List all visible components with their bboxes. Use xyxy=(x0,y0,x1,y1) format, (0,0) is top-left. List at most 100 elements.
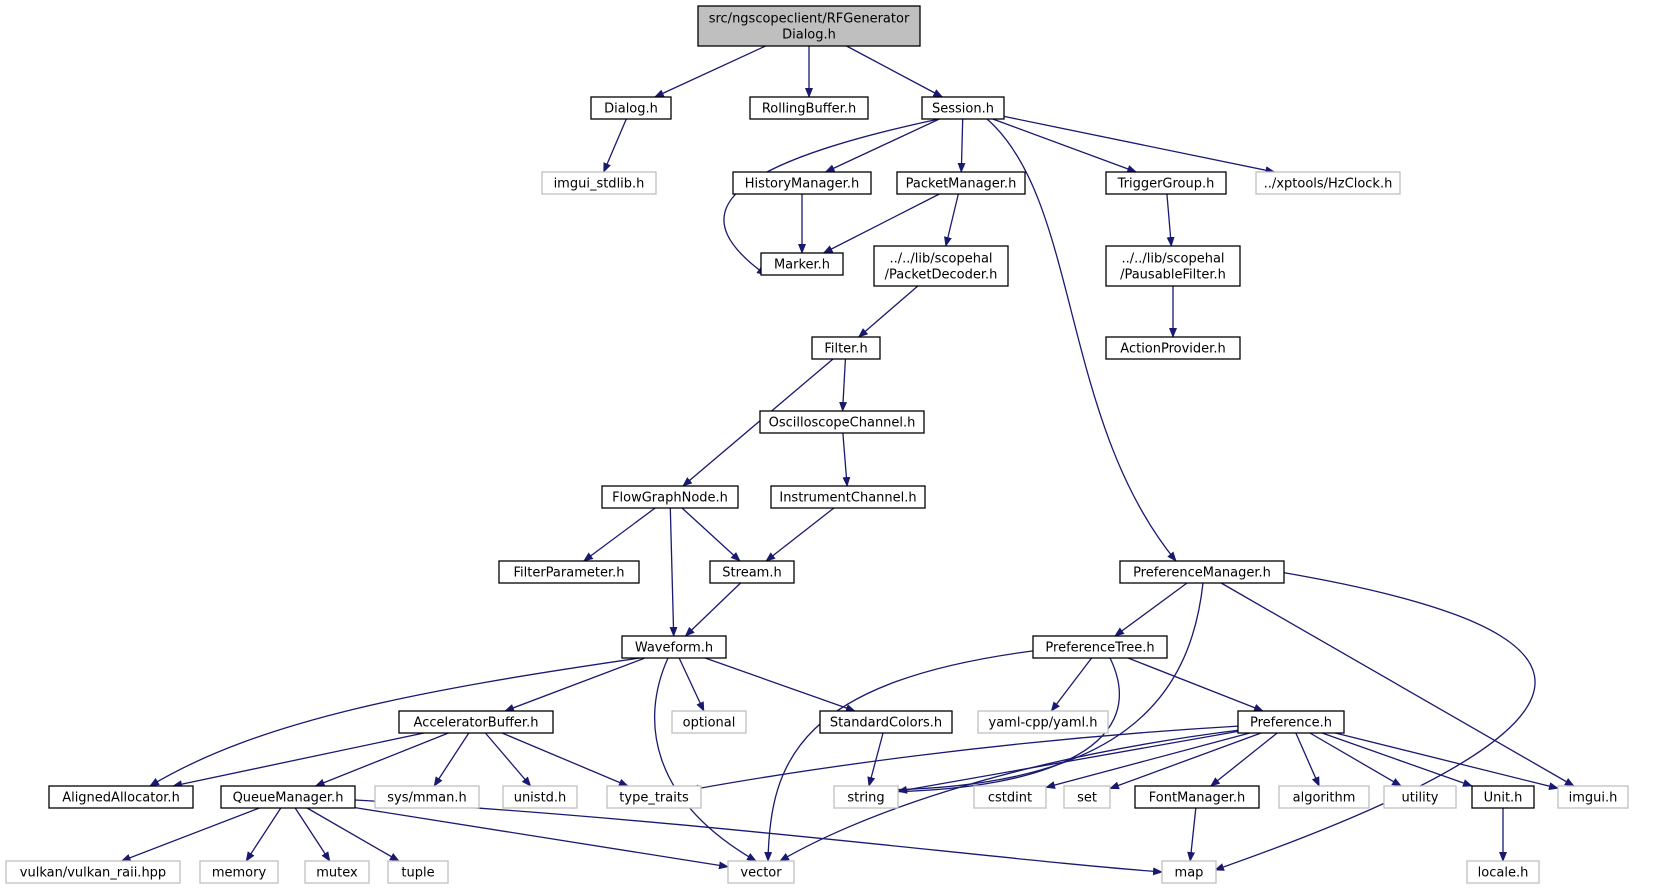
edge-filter-to-oscilloscopechannel xyxy=(839,358,848,412)
node-locale: locale.h xyxy=(1466,860,1540,884)
node-imgui_stdlib: imgui_stdlib.h xyxy=(541,171,657,195)
node-tuple: tuple xyxy=(387,860,449,884)
node-dialog[interactable]: Dialog.h xyxy=(590,96,672,120)
edge-session-to-hzclock xyxy=(1003,115,1276,175)
node-preferencemanager[interactable]: PreferenceManager.h xyxy=(1119,560,1285,584)
node-label-standardcolors: StandardColors.h xyxy=(830,716,942,731)
node-box-rollingbuffer xyxy=(749,96,869,120)
node-box-packetmanager xyxy=(896,171,1026,195)
node-alignedallocator[interactable]: AlignedAllocator.h xyxy=(48,785,194,809)
edge-stream-to-waveform xyxy=(684,582,742,637)
node-box-sysmman xyxy=(374,785,480,809)
node-label-root: src/ngscopeclient/RFGenerator xyxy=(709,12,910,27)
node-packetmanager[interactable]: PacketManager.h xyxy=(896,171,1026,195)
node-actionprovider[interactable]: ActionProvider.h xyxy=(1105,336,1241,360)
node-box-utility xyxy=(1383,785,1457,809)
edge-instrumentchannel-to-stream xyxy=(765,507,835,562)
node-waveform[interactable]: Waveform.h xyxy=(621,635,727,659)
node-box-filter xyxy=(811,336,881,360)
edge-session-to-historymanager xyxy=(824,118,940,173)
node-pausablefilter[interactable]: ../../lib/scopehal/PausableFilter.h xyxy=(1105,245,1241,287)
node-preference[interactable]: Preference.h xyxy=(1237,710,1345,734)
node-session[interactable]: Session.h xyxy=(921,96,1005,120)
node-label-tuple: tuple xyxy=(401,866,434,881)
edge-preference-to-type_traits xyxy=(689,725,1241,793)
node-label-root: Dialog.h xyxy=(782,28,836,43)
node-marker[interactable]: Marker.h xyxy=(760,252,844,276)
node-filterparameter[interactable]: FilterParameter.h xyxy=(498,560,640,584)
node-type_traits: type_traits xyxy=(606,785,702,809)
node-imgui: imgui.h xyxy=(1557,785,1629,809)
edge-acceleratorbuffer-to-unistd xyxy=(484,732,532,787)
edge-waveform-to-standardcolors xyxy=(704,657,856,712)
node-stream[interactable]: Stream.h xyxy=(709,560,795,584)
node-box-imgui xyxy=(1557,785,1629,809)
node-label-algorithm: algorithm xyxy=(1293,791,1356,806)
node-label-locale: locale.h xyxy=(1478,866,1529,881)
edge-packetdecoder-to-filter xyxy=(857,285,919,338)
node-label-packetdecoder: /PacketDecoder.h xyxy=(885,268,998,283)
node-label-stream: Stream.h xyxy=(722,566,781,581)
node-label-unistd: unistd.h xyxy=(514,791,567,806)
node-label-instrumentchannel: InstrumentChannel.h xyxy=(779,491,916,506)
node-label-preferencemanager: PreferenceManager.h xyxy=(1133,566,1271,581)
node-mutex: mutex xyxy=(304,860,370,884)
node-flowgraphnode[interactable]: FlowGraphNode.h xyxy=(601,485,739,509)
node-box-session xyxy=(921,96,1005,120)
node-label-triggergroup: TriggerGroup.h xyxy=(1117,177,1215,192)
node-label-unit: Unit.h xyxy=(1484,791,1523,806)
edge-fontmanager-to-map xyxy=(1187,807,1197,862)
node-vulkan: vulkan/vulkan_raii.hpp xyxy=(5,860,181,884)
edge-acceleratorbuffer-to-alignedallocator xyxy=(172,732,425,789)
node-unit[interactable]: Unit.h xyxy=(1471,785,1535,809)
edge-queuemanager-to-vector xyxy=(354,806,729,870)
node-box-triggergroup xyxy=(1105,171,1227,195)
edge-preferencetree-to-preference xyxy=(1127,657,1264,712)
node-label-memory: memory xyxy=(212,866,267,881)
node-oscilloscopechannel[interactable]: OscilloscopeChannel.h xyxy=(759,410,925,434)
node-box-unistd xyxy=(502,785,578,809)
node-fontmanager[interactable]: FontManager.h xyxy=(1134,785,1260,809)
node-box-memory xyxy=(199,860,279,884)
node-string: string xyxy=(833,785,899,809)
node-acceleratorbuffer[interactable]: AcceleratorBuffer.h xyxy=(398,710,554,734)
node-queuemanager[interactable]: QueueManager.h xyxy=(220,785,356,809)
edge-oscilloscopechannel-to-instrumentchannel xyxy=(842,432,851,487)
edge-preference-to-string xyxy=(897,730,1239,794)
node-historymanager[interactable]: HistoryManager.h xyxy=(732,171,872,195)
node-label-hzclock: ../xptools/HzClock.h xyxy=(1264,177,1393,192)
node-packetdecoder[interactable]: ../../lib/scopehal/PacketDecoder.h xyxy=(873,245,1009,287)
node-label-session: Session.h xyxy=(932,102,994,117)
node-box-acceleratorbuffer xyxy=(398,710,554,734)
node-vector: vector xyxy=(727,860,795,884)
node-label-string: string xyxy=(847,791,884,806)
edge-preference-to-imgui xyxy=(1335,732,1559,791)
node-filter[interactable]: Filter.h xyxy=(811,336,881,360)
node-box-pausablefilter xyxy=(1105,245,1241,287)
edge-triggergroup-to-pausablefilter xyxy=(1166,193,1175,247)
node-box-mutex xyxy=(304,860,370,884)
node-label-optional: optional xyxy=(683,716,736,731)
edge-waveform-to-alignedallocator xyxy=(149,657,641,787)
node-memory: memory xyxy=(199,860,279,884)
node-preferencetree[interactable]: PreferenceTree.h xyxy=(1032,635,1168,659)
node-triggergroup[interactable]: TriggerGroup.h xyxy=(1105,171,1227,195)
node-label-pausablefilter: /PausableFilter.h xyxy=(1120,268,1226,283)
node-instrumentchannel[interactable]: InstrumentChannel.h xyxy=(770,485,926,509)
node-set: set xyxy=(1063,785,1111,809)
node-rollingbuffer[interactable]: RollingBuffer.h xyxy=(749,96,869,120)
nodes-layer: src/ngscopeclient/RFGeneratorDialog.hDia… xyxy=(5,5,1629,884)
node-box-standardcolors xyxy=(819,710,953,734)
edge-queuemanager-to-map xyxy=(354,799,1163,876)
node-standardcolors[interactable]: StandardColors.h xyxy=(819,710,953,734)
node-label-vector: vector xyxy=(740,866,782,881)
edge-preferencemanager-to-string xyxy=(869,582,1204,794)
node-box-filterparameter xyxy=(498,560,640,584)
node-label-queuemanager: QueueManager.h xyxy=(233,791,344,806)
edge-filter-to-flowgraphnode xyxy=(682,358,834,487)
edge-session-to-marker xyxy=(723,118,940,276)
node-label-waveform: Waveform.h xyxy=(635,641,713,656)
edge-root-to-dialog xyxy=(653,45,766,98)
edge-flowgraphnode-to-waveform xyxy=(669,507,678,637)
